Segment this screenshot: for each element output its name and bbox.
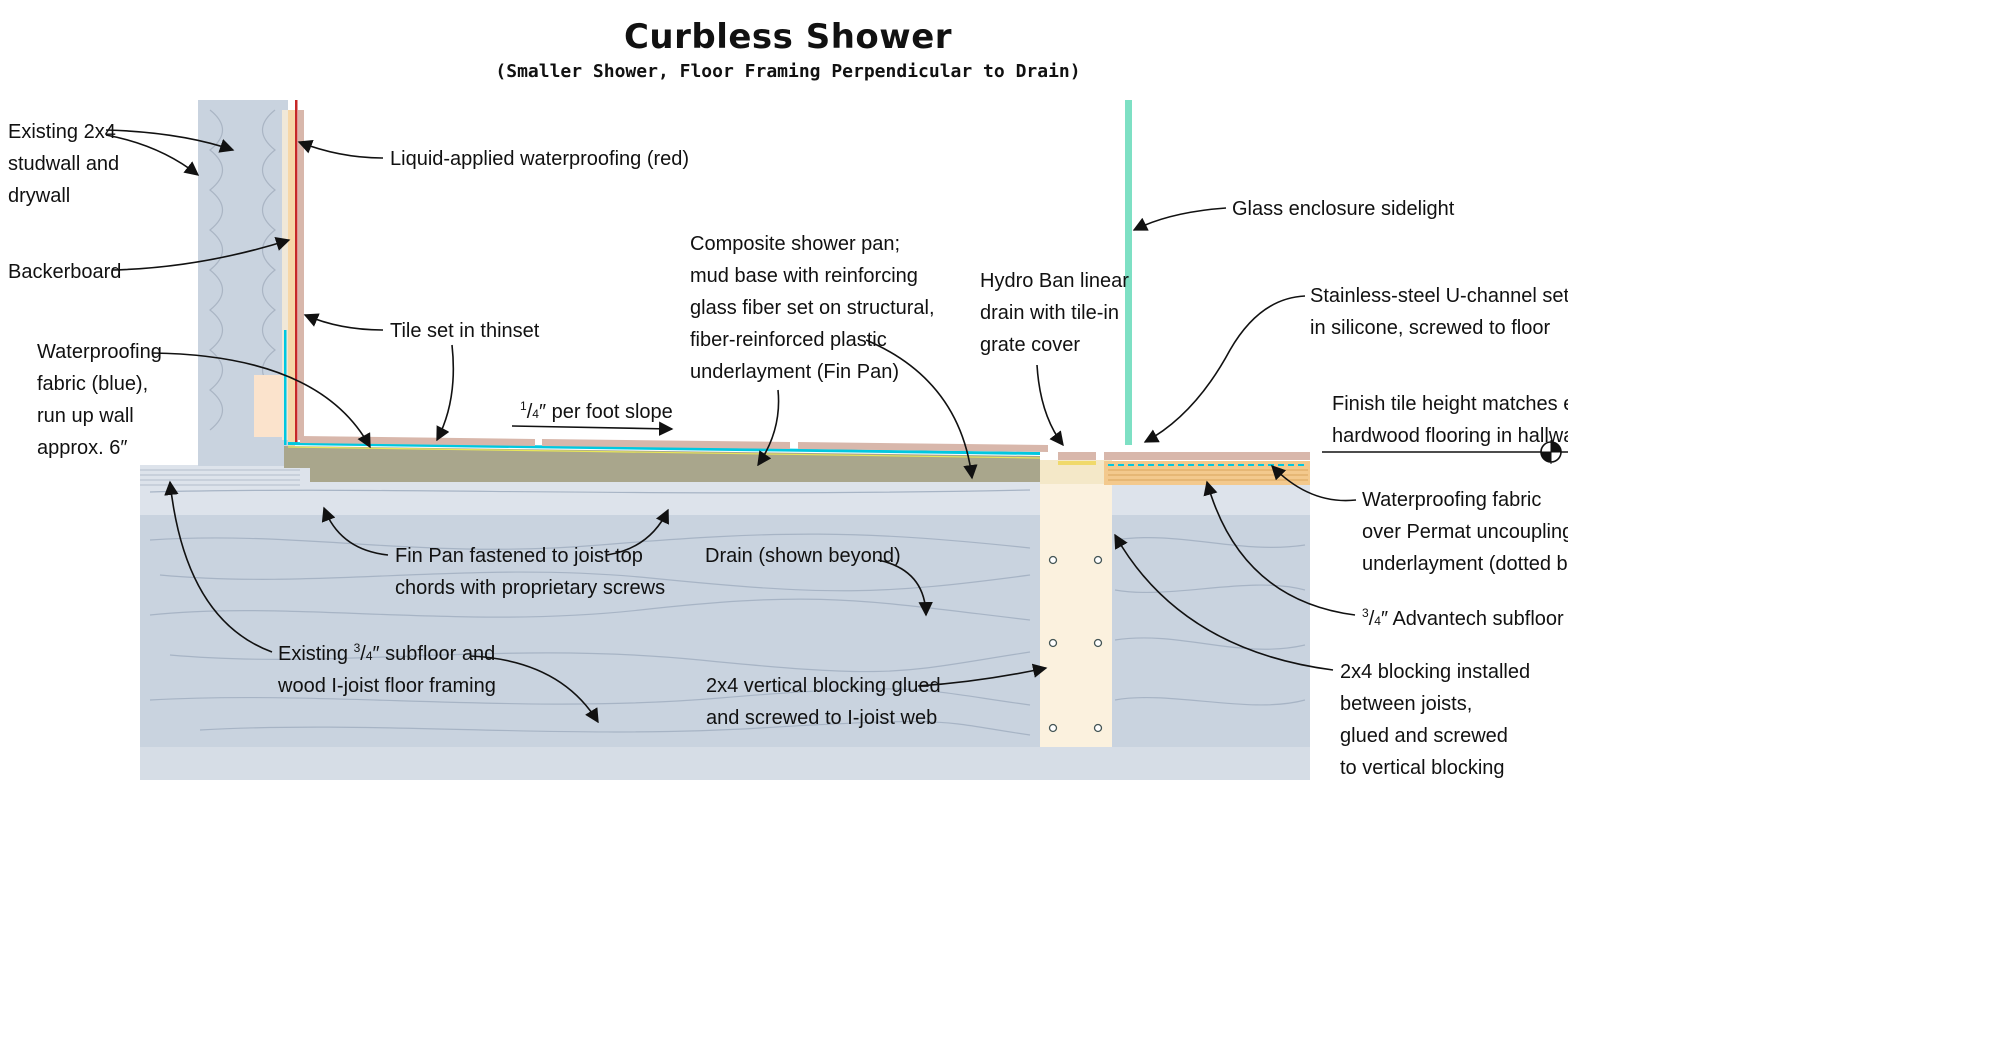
label-u-channel-line2: in silicone, screwed to floor	[1310, 317, 1550, 339]
label-drain-line1: Hydro Ban linear	[980, 270, 1129, 292]
label-wp-fabric-line2: fabric (blue),	[37, 373, 148, 395]
label-finish-line2: hardwood flooring in hallway	[1332, 425, 1568, 447]
label-studwall-line3: drywall	[8, 185, 70, 207]
label-drain-line2: drain with tile-in	[980, 302, 1119, 324]
stud-wall	[198, 100, 304, 466]
label-blocking-line4: to vertical blocking	[1340, 757, 1505, 779]
callout-linear-drain: Hydro Ban linear drain with tile-in grat…	[980, 270, 1129, 447]
callout-finish-tile: Finish tile height matches ex. hardwood …	[1332, 393, 1568, 447]
label-advantech-text: ″ Advantech subfloor	[1381, 608, 1564, 630]
svg-text:3/4″ Advantech subfloor: 3/4″ Advantech subfloor	[1362, 606, 1564, 630]
label-slope-den: 4	[532, 407, 539, 421]
callout-composite-pan: Composite shower pan; mud base with rein…	[690, 233, 978, 480]
label-permat-line1: Waterproofing fabric	[1362, 489, 1541, 511]
label-finpan-line1: Fin Pan fastened to joist top	[395, 545, 643, 567]
label-wp-fabric-line4: approx. 6″	[37, 437, 127, 459]
label-advantech-num: 3	[1362, 606, 1369, 620]
curbless-shower-diagram: Curbless Shower (Smaller Shower, Floor F…	[8, 17, 1568, 780]
label-slope-text: ″ per foot slope	[539, 401, 673, 423]
glass-sidelight	[1125, 100, 1132, 445]
label-existing-line2: wood I-joist floor framing	[277, 675, 496, 697]
callout-blocking: 2x4 blocking installed between joists, g…	[1114, 533, 1530, 779]
label-studwall-line2: studwall and	[8, 153, 119, 175]
label-vblock-line2: and screwed to I-joist web	[706, 707, 937, 729]
label-u-channel-line1: Stainless-steel U-channel set	[1310, 285, 1568, 307]
label-drain-line3: grate cover	[980, 334, 1080, 356]
svg-text:Existing 3/4″ subfloor and: Existing 3/4″ subfloor and	[278, 641, 495, 665]
label-studwall-line1: Existing 2x4	[8, 121, 116, 143]
label-liquid-waterproofing: Liquid-applied waterproofing (red)	[390, 148, 689, 170]
callout-finpan-fastened: Fin Pan fastened to joist top chords wit…	[321, 506, 669, 599]
callout-slope: 1/4″ per foot slope	[511, 399, 674, 436]
callout-liquid-waterproofing: Liquid-applied waterproofing (red)	[297, 140, 689, 170]
label-slope-num: 1	[520, 399, 527, 413]
callout-drain-beyond: Drain (shown beyond)	[705, 545, 933, 617]
callout-backerboard: Backerboard	[8, 237, 291, 283]
label-pan-line4: fiber-reinforced plastic	[690, 329, 887, 351]
label-wp-fabric-line1: Waterproofing	[37, 341, 162, 363]
label-pan-line5: underlayment (Fin Pan)	[690, 361, 899, 383]
callout-vertical-blocking: 2x4 vertical blocking glued and screwed …	[706, 663, 1048, 729]
label-vblock-line1: 2x4 vertical blocking glued	[706, 675, 941, 697]
callout-tile-thinset: Tile set in thinset	[303, 313, 540, 442]
label-pan-line3: glass fiber set on structural,	[690, 297, 935, 319]
label-blocking-line2: between joists,	[1340, 693, 1472, 715]
callout-existing-subfloor: Existing 3/4″ subfloor and wood I-joist …	[164, 480, 599, 724]
callout-waterproofing-fabric: Waterproofing fabric (blue), run up wall…	[37, 341, 371, 459]
label-existing-text: ″ subfloor and	[373, 643, 496, 665]
diagram-title: Curbless Shower	[624, 17, 952, 57]
wood-grain	[149, 489, 1306, 736]
label-pan-line2: mud base with reinforcing	[690, 265, 918, 287]
liquid-waterproofing-red	[295, 100, 298, 445]
label-glass: Glass enclosure sidelight	[1232, 198, 1455, 220]
drain-blocking	[1040, 460, 1112, 747]
callout-u-channel: Stainless-steel U-channel set in silicon…	[1143, 285, 1568, 443]
callout-permat: Waterproofing fabric over Permat uncoupl…	[1270, 464, 1568, 575]
label-permat-line3: underlayment (dotted blue)	[1362, 553, 1568, 575]
label-tile-thinset: Tile set in thinset	[390, 320, 540, 342]
callout-glass: Glass enclosure sidelight	[1132, 198, 1455, 231]
label-permat-line2: over Permat uncoupling	[1362, 521, 1568, 543]
label-existing-prefix: Existing	[278, 643, 354, 665]
finish-height-marker	[1322, 440, 1568, 464]
label-finish-line1: Finish tile height matches ex.	[1332, 393, 1568, 415]
label-blocking-line3: glued and screwed	[1340, 725, 1508, 747]
shower-pan	[284, 442, 1041, 482]
label-backerboard: Backerboard	[8, 261, 121, 283]
callout-advantech: 3/4″ Advantech subfloor	[1203, 480, 1564, 630]
diagram-subtitle: (Smaller Shower, Floor Framing Perpendic…	[495, 61, 1080, 82]
label-existing-den: 4	[366, 649, 373, 663]
floor-framing	[140, 465, 1310, 780]
label-drain-beyond: Drain (shown beyond)	[705, 545, 901, 567]
label-pan-line1: Composite shower pan;	[690, 233, 900, 255]
label-existing-num: 3	[354, 641, 361, 655]
label-wp-fabric-line3: run up wall	[37, 405, 134, 427]
label-finpan-line2: chords with proprietary screws	[395, 577, 665, 599]
label-advantech-den: 4	[1374, 614, 1381, 628]
label-blocking-line1: 2x4 blocking installed	[1340, 661, 1530, 683]
callout-existing-studwall: Existing 2x4 studwall and drywall	[8, 121, 235, 207]
svg-text:1/4″ per foot slope: 1/4″ per foot slope	[520, 399, 673, 423]
